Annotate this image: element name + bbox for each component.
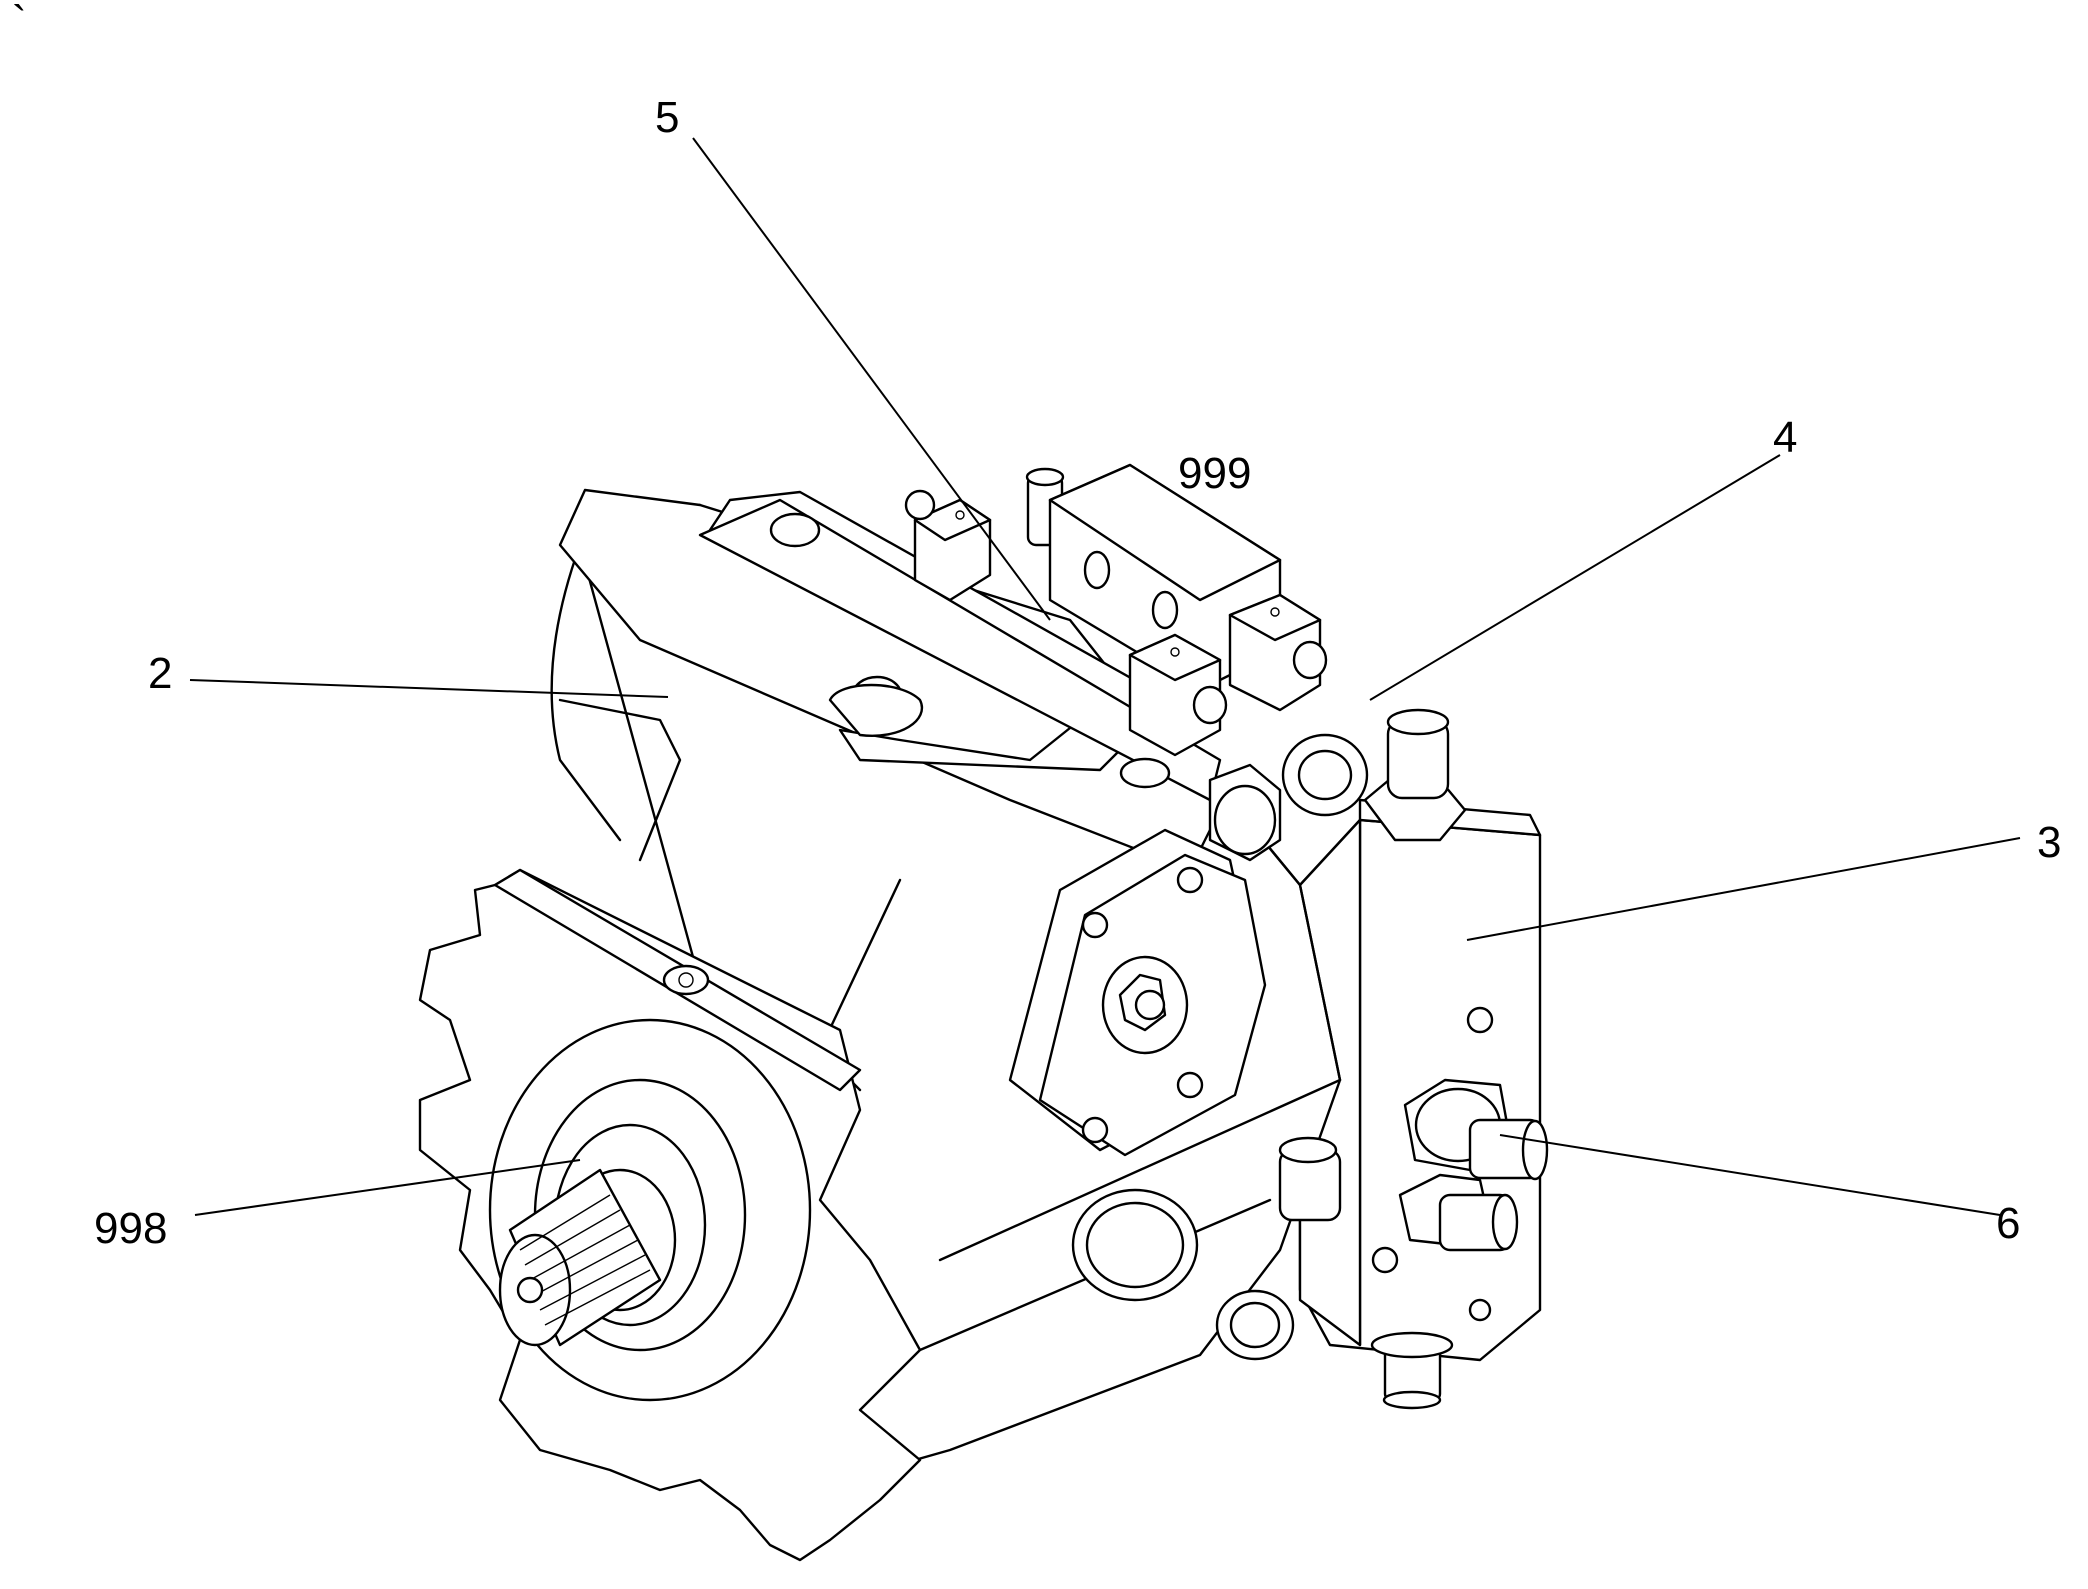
leader-5 [692, 137, 1051, 621]
pump-body-drawing [418, 463, 1549, 1562]
callout-999: 999 [1178, 449, 1251, 498]
callout-labels: 5 999 4 2 3 6 998 [94, 93, 2061, 1253]
control-valves [904, 463, 1467, 862]
servo-housing [558, 488, 1222, 872]
callout-4: 4 [1773, 413, 1797, 462]
end-cover [1008, 828, 1267, 1157]
callout-3: 3 [2037, 818, 2061, 867]
pressure-fitting [1398, 1078, 1549, 1252]
leader-4 [1369, 454, 1781, 701]
callout-998: 998 [94, 1204, 167, 1253]
leader-2 [189, 679, 669, 698]
callout-2: 2 [148, 649, 172, 698]
corner-mark: ` [12, 0, 27, 46]
callout-5: 5 [655, 93, 679, 142]
splined-shaft [498, 1168, 677, 1347]
leader-lines [189, 137, 2021, 1216]
leader-3 [1466, 837, 2021, 941]
leader-6 [1499, 1134, 2001, 1216]
leader-998 [194, 1159, 581, 1216]
valve-block [1298, 798, 1542, 1410]
callout-6: 6 [1996, 1199, 2020, 1248]
